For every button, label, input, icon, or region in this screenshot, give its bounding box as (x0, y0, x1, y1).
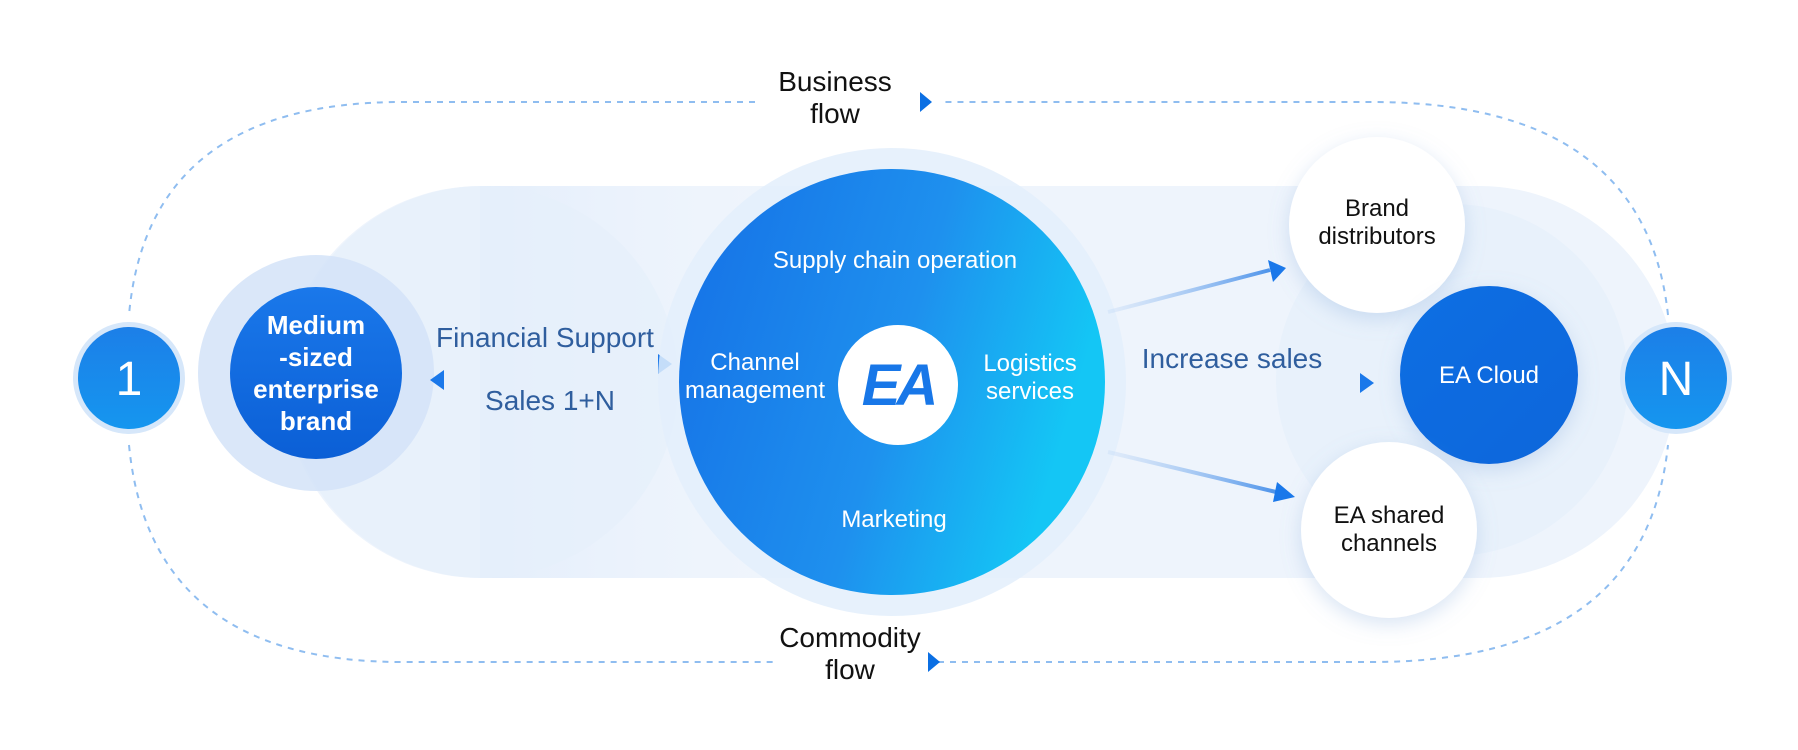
endpoint-1-circle (78, 327, 180, 429)
hub-top-label: Supply chain operation (772, 247, 1018, 274)
business-flow-arrow (920, 92, 932, 112)
commodity-flow-label: Commodity flow (779, 622, 921, 686)
hub-bottom-label: Marketing (841, 506, 947, 533)
hub-logo-text: EA (861, 353, 939, 418)
hub-logo-circle (838, 325, 958, 445)
hub-left-label: Channel management (684, 349, 826, 404)
flow-loop (128, 101, 1669, 663)
brand-node-circle (230, 287, 402, 459)
endpoint-n-circle (1625, 327, 1727, 429)
brand-distributors-label: Brand distributors (1318, 195, 1436, 250)
endpoint-n-label: N (1658, 353, 1694, 406)
sales-label: Sales 1+N (485, 385, 615, 416)
ea-cloud-label: EA Cloud (1438, 362, 1540, 389)
business-flow-label: Business flow (778, 66, 892, 130)
increase-sales-arrowhead (1360, 373, 1374, 393)
endpoint-1-label: 1 (115, 353, 143, 406)
brand-node-label: Medium -sized enterprise brand (253, 310, 379, 436)
ea-shared-channels-circle (1301, 442, 1477, 618)
increase-sales-label: Increase sales (1141, 343, 1323, 374)
hub-right-label: Logistics services (983, 350, 1077, 405)
sales-arrowhead (430, 370, 444, 390)
commodity-flow-arrow (928, 652, 940, 672)
ea-cloud-circle (1400, 286, 1578, 464)
brand-distributors-circle (1289, 137, 1465, 313)
ea-shared-channels-label: EA shared channels (1333, 502, 1445, 557)
financial-support-label: Financial Support (436, 322, 654, 353)
